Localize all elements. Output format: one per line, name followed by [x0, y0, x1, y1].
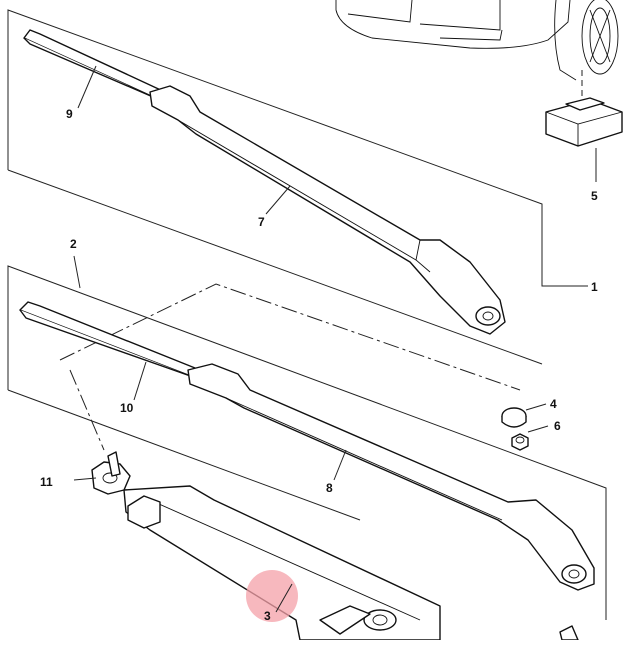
- cap-and-nut-parts: [501, 403, 549, 451]
- lower-wiper-blade: [19, 301, 201, 401]
- callout-7: 7: [258, 215, 265, 229]
- upper-group-bracket: [7, 9, 588, 365]
- callout-labels: 9 7 5 1 2 10 4 6 11 8 3: [40, 107, 598, 623]
- callout-9: 9: [66, 107, 73, 121]
- callout-1: 1: [591, 280, 598, 294]
- upper-wiper-arm: [149, 85, 506, 335]
- callout-5: 5: [591, 189, 598, 203]
- wiper-linkage-part: [73, 451, 579, 641]
- callout-6: 6: [554, 419, 561, 433]
- rain-sensor-part: [545, 97, 623, 182]
- callout-3: 3: [264, 609, 271, 623]
- callout-2: 2: [70, 237, 77, 251]
- callout-8: 8: [326, 481, 333, 495]
- callout-11: 11: [40, 475, 53, 489]
- highlight-marker: [246, 570, 298, 622]
- lower-group-bracket: [7, 255, 607, 620]
- car-illustration: [335, 0, 619, 96]
- upper-wiper-blade: [23, 29, 166, 109]
- callout-4: 4: [550, 397, 557, 411]
- lower-wiper-arm: [187, 363, 595, 591]
- callout-10: 10: [120, 401, 134, 415]
